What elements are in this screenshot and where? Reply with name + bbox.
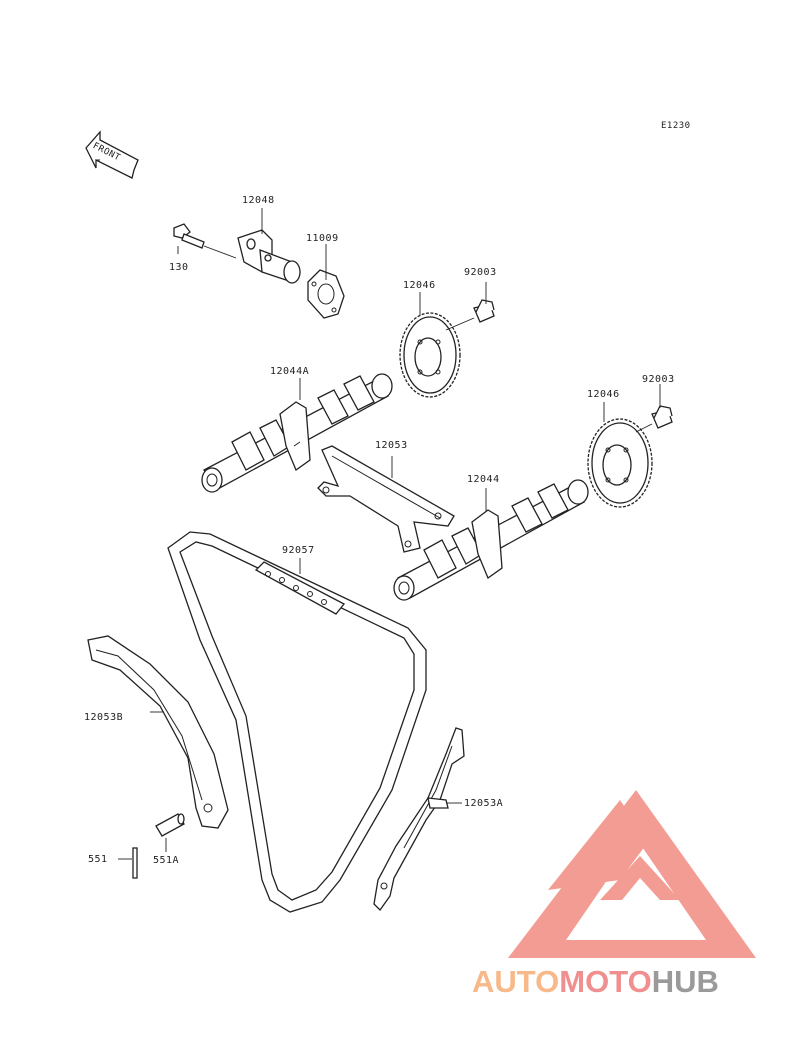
upper-chain-guide (317, 445, 455, 553)
watermark-moto: MOTO (559, 964, 652, 999)
camshaft-intake (393, 479, 589, 601)
part-label-551: 551 (88, 854, 108, 865)
watermark-text: AUTOMOTOHUB (472, 966, 719, 997)
part-label-12044a: 12044A (270, 366, 310, 377)
part-label-130: 130 (169, 262, 189, 273)
part-label-11009: 11009 (306, 233, 339, 244)
part-label-12053b: 12053B (84, 712, 124, 723)
part-label-12053a: 12053A (464, 798, 504, 809)
watermark-hub: HUB (651, 964, 719, 999)
part-label-12048: 12048 (242, 195, 275, 206)
camshaft-sprocket-lower (587, 418, 653, 508)
dowel-pin-551 (132, 847, 138, 879)
collar-551a (155, 813, 185, 837)
watermark-auto: AUTO (472, 964, 560, 999)
bolt-130 (173, 223, 205, 249)
part-label-92003-right: 92003 (642, 374, 675, 385)
part-label-12044: 12044 (467, 474, 500, 485)
camshaft-exhaust (201, 373, 393, 493)
cam-chain (167, 531, 427, 913)
cam-chain-tensioner (237, 229, 301, 284)
chain-guide-front (373, 727, 465, 912)
sprocket-bolt-lower (651, 405, 673, 429)
chain-guide-rear (87, 635, 229, 829)
part-label-92057: 92057 (282, 545, 315, 556)
part-label-92003-top: 92003 (464, 267, 497, 278)
camshaft-sprocket-upper (399, 312, 461, 398)
part-label-551a: 551A (153, 855, 180, 866)
part-label-12053: 12053 (375, 440, 408, 451)
front-arrow-icon (85, 130, 139, 179)
tensioner-gasket (307, 269, 345, 319)
part-label-12046-right: 12046 (587, 389, 620, 400)
watermark-logo-icon (508, 790, 756, 958)
part-label-12046-top: 12046 (403, 280, 436, 291)
sprocket-bolt-upper (473, 299, 495, 323)
diagram-code: E1230 (661, 121, 691, 131)
